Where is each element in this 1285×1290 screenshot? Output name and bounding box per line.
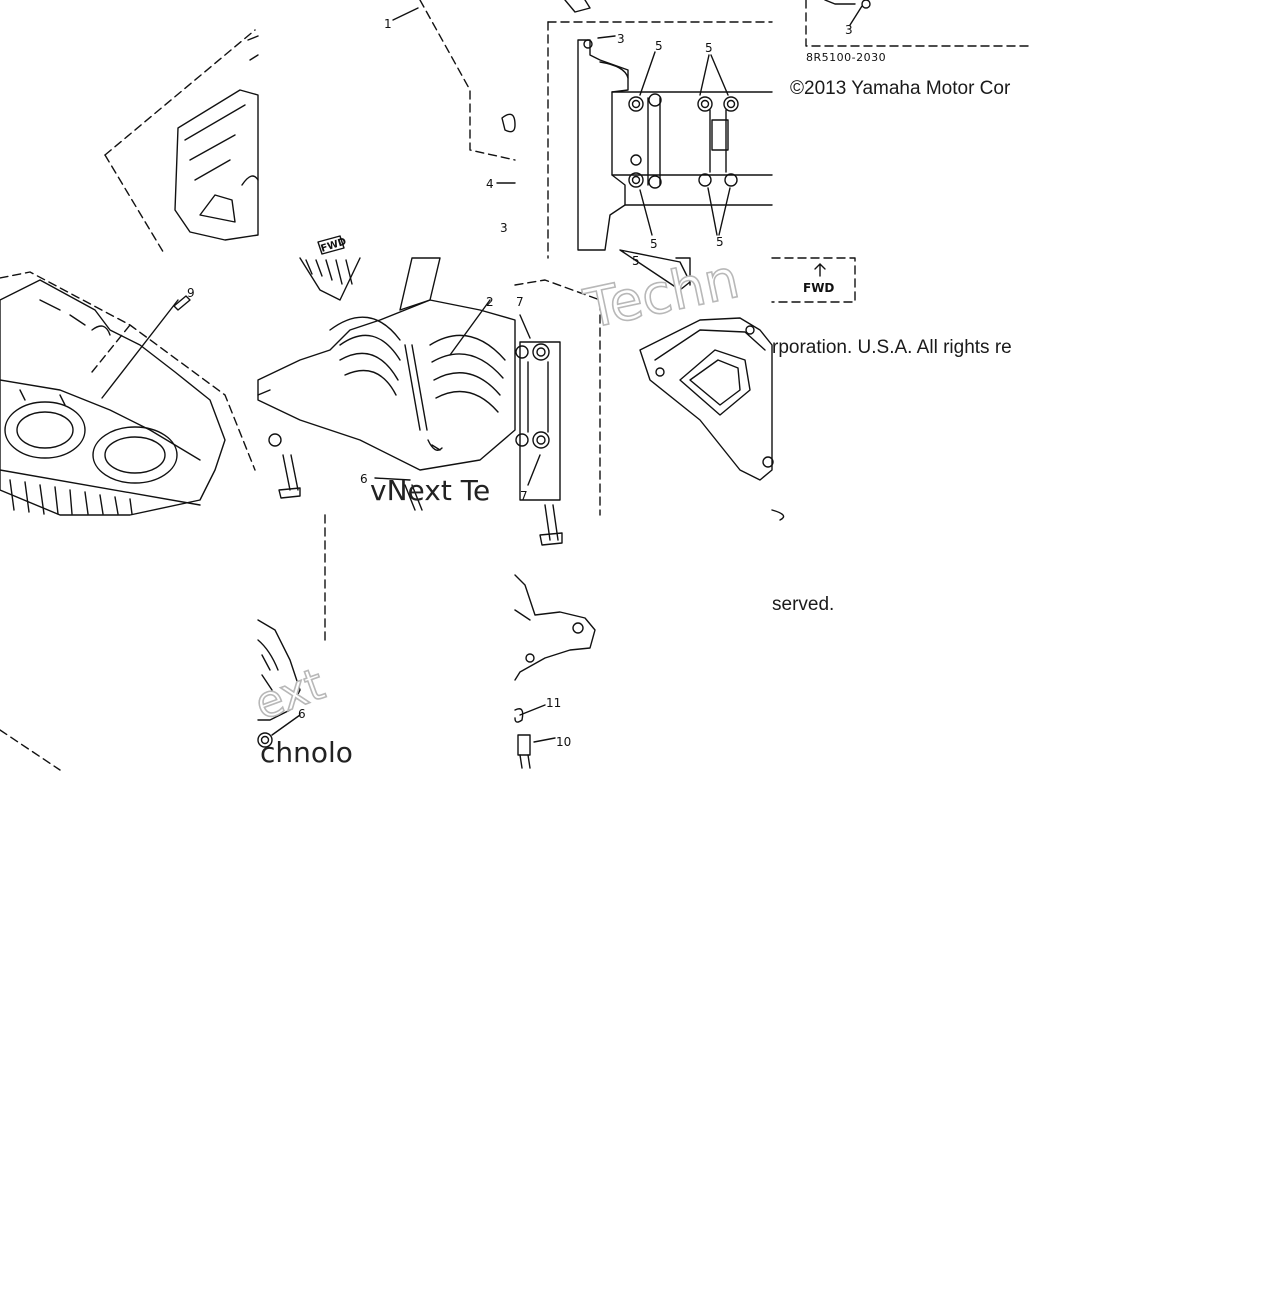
callout-7b: 7 — [520, 489, 528, 503]
fwd-label: FWD — [803, 281, 834, 295]
upper-crankcase-drawing — [104, 29, 259, 256]
callout-11: 11 — [546, 696, 561, 710]
watermarks: Techn vNext Te ext chnolo — [248, 246, 746, 769]
cover-plate-drawing — [514, 279, 601, 546]
callout-3b: 3 — [500, 221, 508, 235]
bolt-pattern-detail — [547, 21, 773, 259]
bottom-left-dashed-line — [0, 729, 61, 771]
watermark-chnolo: chnolo — [260, 736, 353, 769]
callout-4: 4 — [486, 177, 494, 191]
copyright-line-1: ©2013 Yamaha Motor Cor — [790, 78, 1011, 99]
copyright-line-2: rporation. U.S.A. All rights re — [772, 337, 1012, 358]
callout-7a: 7 — [516, 295, 524, 309]
callout-5a: 5 — [655, 39, 663, 53]
callout-5d: 5 — [716, 235, 724, 249]
callout-1: 1 — [384, 17, 392, 31]
drawing-code: 8R5100-2030 — [806, 51, 886, 64]
gasket-outline-drawing — [392, 0, 516, 184]
watermark-techn: Techn — [579, 247, 745, 341]
copyright-line-3: served. — [772, 594, 835, 615]
callout-6a: 6 — [360, 472, 368, 486]
callout-9: 9 — [187, 286, 195, 300]
drawing-frame-corner — [564, 0, 1031, 47]
lower-crankcase-drawing — [0, 271, 256, 516]
forward-indicator-box — [771, 257, 856, 303]
callout-3a: 3 — [617, 32, 625, 46]
callout-6b: 6 — [298, 707, 306, 721]
gasket-plate-drawing — [619, 249, 785, 521]
callout-2: 2 — [486, 295, 494, 309]
callout-numbers: 1 2 3 3 3 4 5 5 5 5 5 6 6 7 7 9 10 11 — [187, 17, 853, 749]
watermark-vnext: vNext Te — [370, 474, 490, 507]
callout-5c: 5 — [650, 237, 658, 251]
callout-10: 10 — [556, 735, 571, 749]
bearing-crankcase-drawing — [257, 235, 516, 511]
callout-5b: 5 — [705, 41, 713, 55]
mounting-bracket-drawing — [514, 574, 596, 769]
fwd-label-small: FWD — [320, 236, 348, 255]
crankcase-corner-drawing — [257, 514, 326, 748]
callout-5e: 5 — [632, 254, 640, 268]
callout-3c: 3 — [845, 23, 853, 37]
